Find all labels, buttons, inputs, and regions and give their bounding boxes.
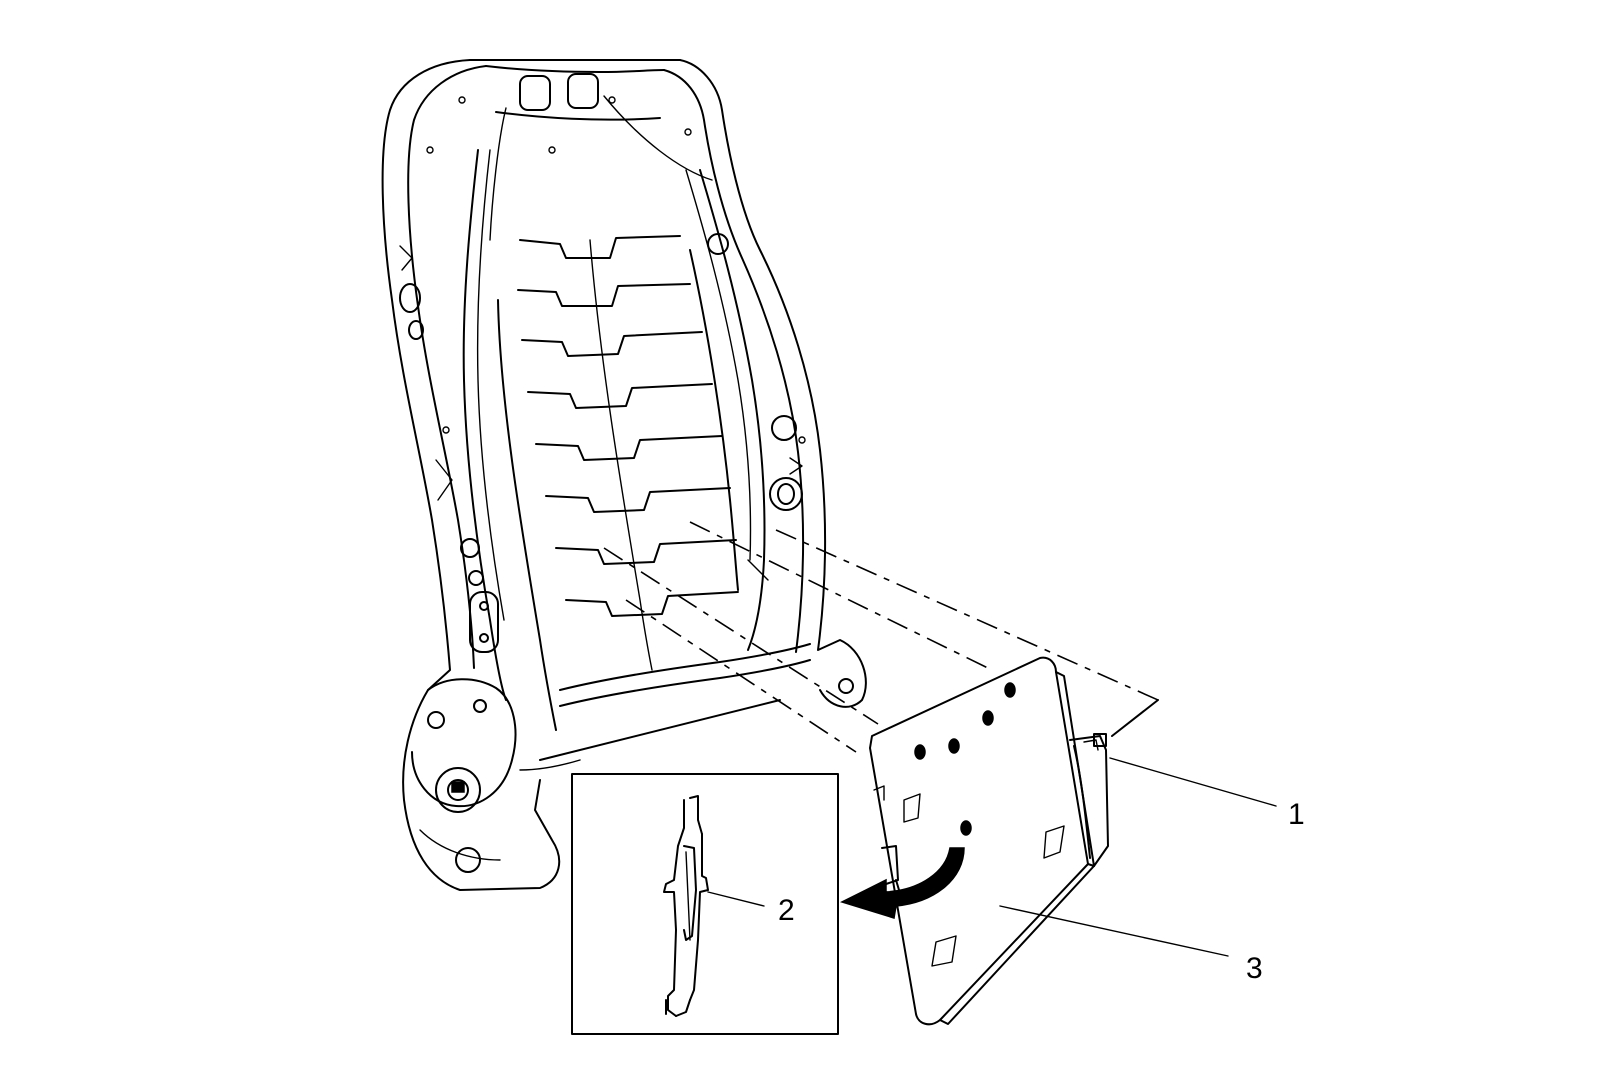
leader-lines [707,757,1277,957]
recliner-pivot-bracket [411,678,517,873]
callout-2: 2 [778,894,795,927]
leader-line-3 [999,905,1229,957]
callout-1: 1 [1288,798,1305,831]
callout-3: 3 [1246,952,1263,985]
leader-line-1 [1109,757,1277,807]
inset-detail [571,773,839,1035]
seat-back-frame [381,59,867,891]
rotation-arrow [839,847,965,919]
seat-suspension-wires [489,95,739,731]
leader-line-2 [707,891,765,907]
alignment-lines [603,521,1159,753]
seat-back-panel [869,656,1109,1026]
clip-leader-line [1111,699,1159,737]
